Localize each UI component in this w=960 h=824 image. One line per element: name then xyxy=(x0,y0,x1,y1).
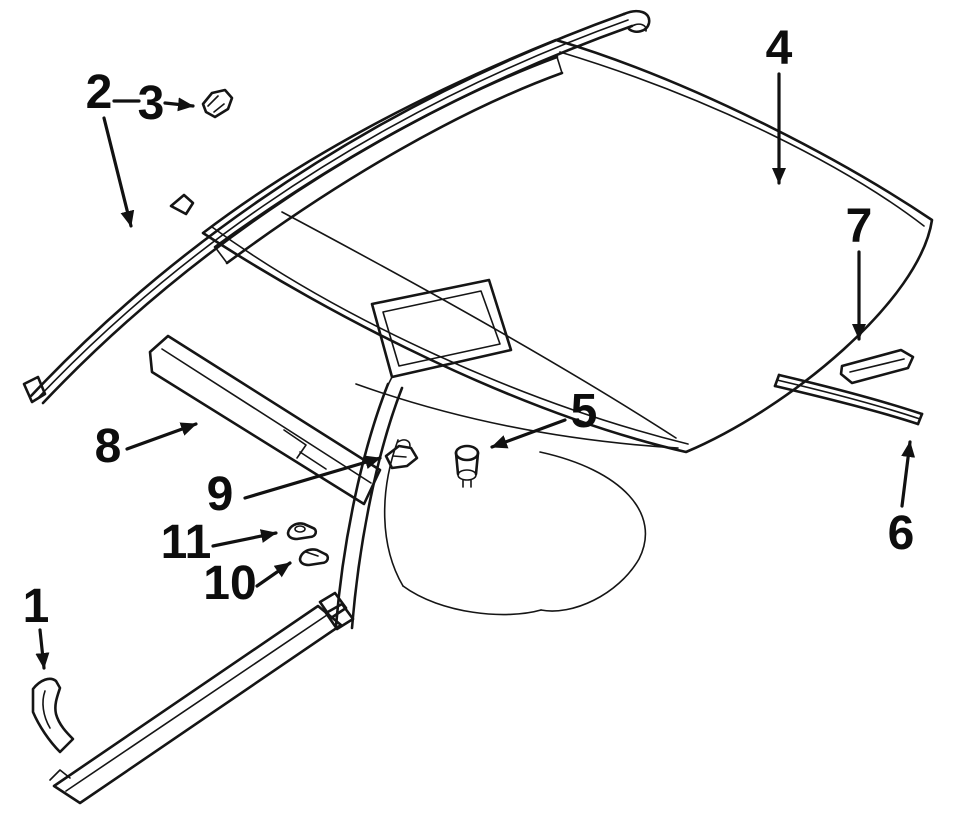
callout-label-6: 6 xyxy=(888,507,915,560)
trim-bracket xyxy=(384,439,419,470)
callout-label-2: 2 xyxy=(86,66,113,119)
arrow-11 xyxy=(211,529,278,548)
callout-label-3: 3 xyxy=(138,77,165,130)
clip-upper xyxy=(286,522,318,541)
drip-molding-front xyxy=(839,348,915,385)
roof-panel xyxy=(201,38,934,454)
fastener-screw xyxy=(454,444,480,488)
callout-label-7: 7 xyxy=(846,200,873,253)
windshield-molding xyxy=(22,10,651,405)
arrow-5 xyxy=(490,418,567,449)
callout-label-10: 10 xyxy=(203,557,256,610)
arrow-10 xyxy=(255,561,292,588)
arrow-1 xyxy=(35,628,50,670)
corner-bracket xyxy=(31,677,75,754)
callout-labels: 1 2 3 4 5 6 7 8 9 10 11 xyxy=(23,22,915,633)
callout-label-8: 8 xyxy=(95,420,122,473)
callout-label-11: 11 xyxy=(161,516,212,569)
molding-clip xyxy=(201,88,234,119)
arrow-9 xyxy=(243,455,382,500)
drip-molding-strip xyxy=(773,373,924,426)
callout-label-4: 4 xyxy=(766,22,793,75)
arrow-3 xyxy=(163,97,195,112)
callout-label-5: 5 xyxy=(571,385,598,438)
body-outline xyxy=(383,439,647,616)
arrow-8 xyxy=(125,422,198,451)
clip-lower xyxy=(298,548,330,567)
callout-label-9: 9 xyxy=(207,468,234,521)
headliner-front-trim xyxy=(148,334,382,506)
sill-strip xyxy=(49,591,348,805)
callout-arrows xyxy=(35,72,916,670)
arrow-6 xyxy=(900,440,916,508)
arrow-2 xyxy=(102,116,135,228)
callout-label-1: 1 xyxy=(23,580,50,633)
pillar-trim xyxy=(324,382,404,631)
